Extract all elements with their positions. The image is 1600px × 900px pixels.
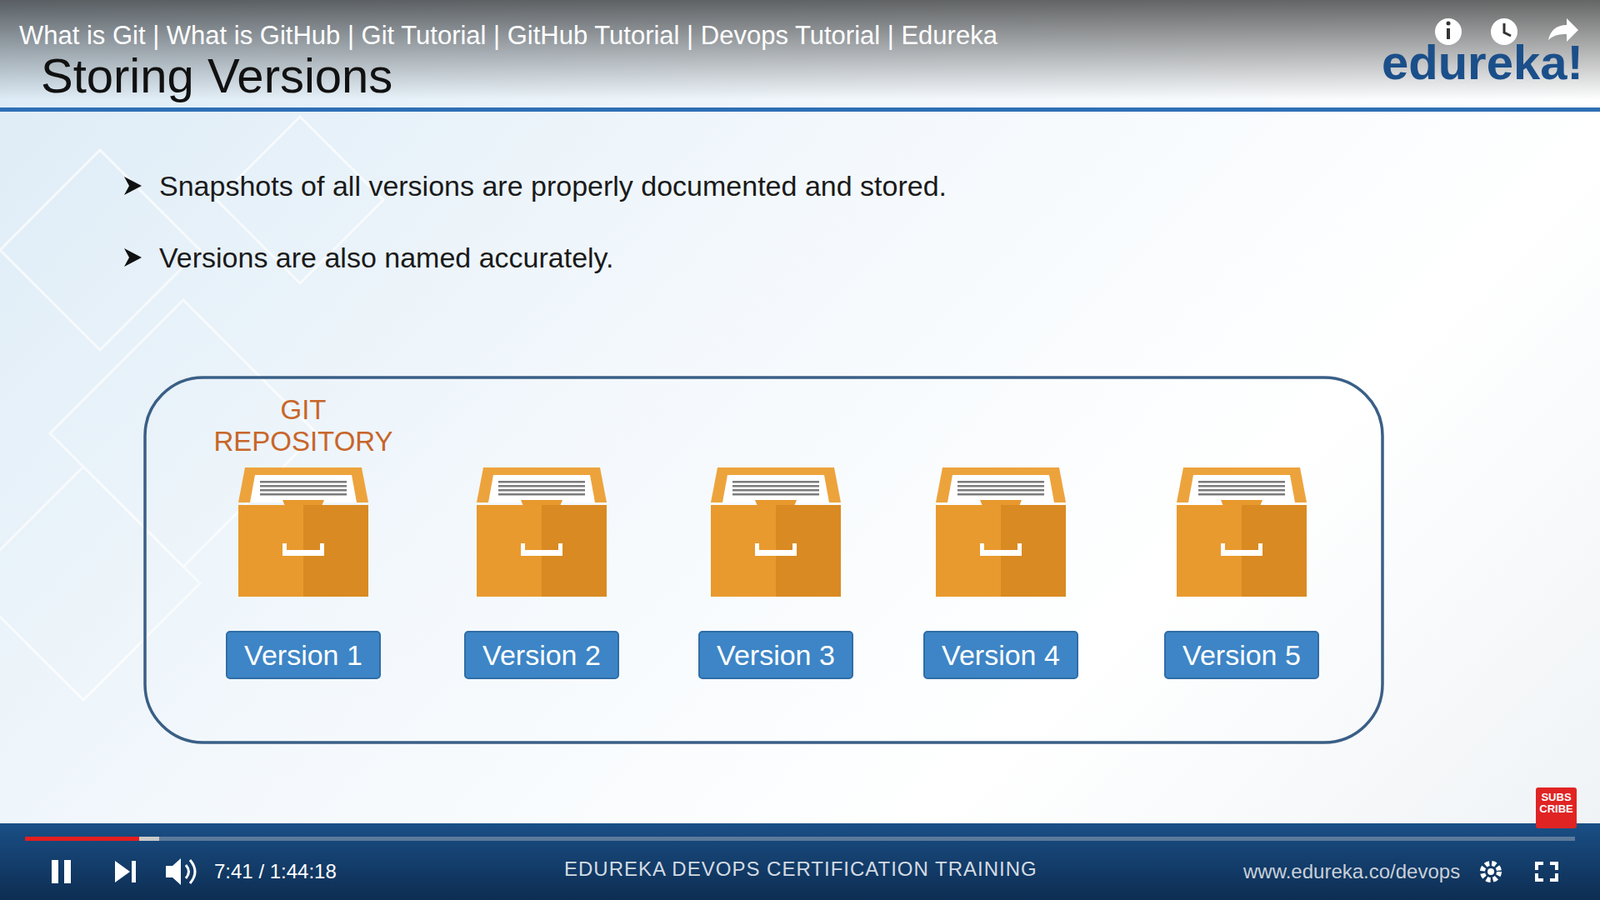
drawer-part — [722, 475, 830, 503]
drawer-part — [1176, 467, 1307, 503]
drawer-part — [1198, 489, 1285, 492]
version-text: Version 4 — [941, 639, 1060, 672]
drawer-part — [488, 475, 595, 503]
subscribe-badge — [1535, 787, 1577, 829]
slide-title: Storing Versions — [40, 48, 393, 104]
repository-heading: GIT REPOSITORY — [211, 394, 395, 458]
drawer-part — [1188, 475, 1295, 503]
version-text: Version 2 — [482, 639, 601, 672]
drawer-part — [1198, 480, 1285, 484]
drawer-part — [957, 489, 1045, 492]
drawer-part — [498, 480, 585, 484]
time-display: 7:41 / 1:44:18 — [214, 859, 337, 885]
drawer-part — [1198, 485, 1285, 488]
version-label: Version 1 — [225, 630, 381, 680]
version-label: Version 4 — [923, 630, 1079, 680]
drawer-part — [957, 480, 1045, 484]
drawer-part — [260, 493, 347, 496]
drawer-part — [980, 543, 1022, 556]
drawer-part — [1220, 543, 1263, 556]
version-text: Version 3 — [716, 639, 835, 672]
drawer-part — [238, 467, 369, 503]
version-label: Version 5 — [1164, 630, 1320, 680]
progress-buffer — [25, 836, 160, 841]
brand-logo: edureka! — [1381, 35, 1584, 90]
version-label: Version 3 — [698, 630, 854, 680]
bullet-text: Snapshots of all versions are properly d… — [159, 168, 947, 204]
bullet-arrow — [124, 248, 142, 267]
drawer-part — [755, 543, 797, 556]
drawer-part — [732, 480, 820, 484]
drawer-icons — [238, 467, 1307, 597]
version-text: Version 5 — [1182, 639, 1301, 672]
drawer-part — [498, 485, 585, 488]
version-label: Version 2 — [464, 630, 620, 680]
footer-url: www.edureka.co/devops — [1243, 859, 1460, 885]
title-rule — [0, 107, 1600, 112]
drawer-part — [260, 480, 347, 484]
repository-box: GIT REPOSITORY Version 1 Version 2 Version … — [145, 377, 1383, 743]
drawer-part — [935, 467, 1066, 503]
control-bar — [0, 823, 1600, 900]
footer-text: EDUREKA DEVOPS CERTIFICATION TRAINING — [564, 856, 1038, 882]
video-title: What is Git | What is GitHub | Git Tutor… — [19, 20, 998, 52]
subscribe-text: SUBS CRIBE — [1537, 791, 1575, 815]
bullet-text: Versions are also named accurately. — [159, 240, 615, 275]
drawer-part — [1198, 493, 1285, 496]
drawer-part — [957, 493, 1045, 496]
drawer-part — [282, 543, 325, 556]
drawer-part — [498, 493, 585, 496]
bullet-arrow — [124, 176, 142, 195]
drawer-part — [260, 489, 347, 492]
drawer-part — [250, 475, 357, 503]
progress-track — [25, 836, 1575, 841]
drawer-part — [957, 485, 1045, 488]
drawer-part — [260, 485, 347, 488]
drawer-part — [947, 475, 1055, 503]
drawer-part — [732, 489, 820, 492]
drawer-part — [710, 467, 841, 503]
drawer-part — [732, 485, 820, 488]
version-text: Version 1 — [244, 639, 363, 672]
drawer-part — [520, 543, 563, 556]
drawer-part — [732, 493, 820, 496]
drawer-part — [476, 467, 607, 503]
drawer-part — [498, 489, 585, 492]
progress-played — [25, 836, 140, 841]
repository-outline — [145, 377, 1383, 743]
